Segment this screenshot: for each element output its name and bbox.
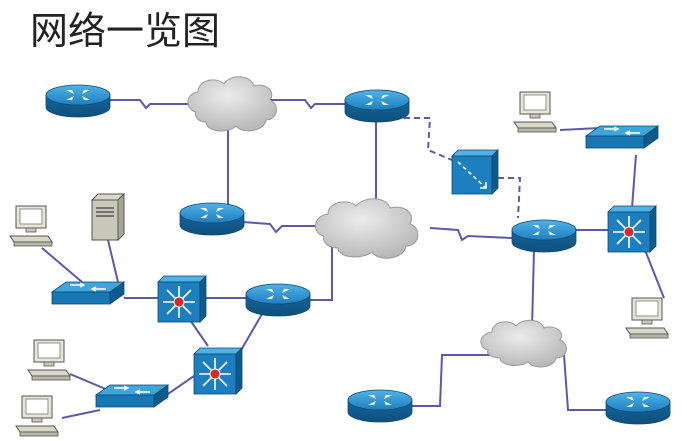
multilayer-switch-lower-icon[interactable] xyxy=(193,347,243,395)
router-middle-icon[interactable] xyxy=(179,202,245,236)
multilayer-switch-right-icon[interactable] xyxy=(607,205,657,253)
cloud-top-icon xyxy=(187,76,277,132)
cloud-center-icon xyxy=(315,198,419,259)
link-cloud-top-to-router-top xyxy=(268,99,345,110)
link-mls-right-to-pc-right xyxy=(644,249,665,299)
router-bottom-left-icon[interactable] xyxy=(347,389,413,423)
link-pc-left-to-switch-left xyxy=(41,247,83,283)
link-cloud-center-to-router-right xyxy=(429,227,513,242)
link-router-lower-to-mls-lower xyxy=(239,313,263,353)
link-cloud-bottom-to-router-bl xyxy=(412,354,492,407)
link-switch-right-to-pc-top xyxy=(559,127,601,131)
router-top-center-icon[interactable] xyxy=(344,89,410,123)
link-router-right-to-cloud-bottom xyxy=(531,249,535,329)
link-mls-left-to-mls-lower xyxy=(189,319,209,347)
switch-right-icon[interactable] xyxy=(585,125,659,149)
link-router-lower-to-cloud-center xyxy=(308,242,333,301)
pc-top-right-icon[interactable] xyxy=(513,91,557,133)
router-bottom-right-icon[interactable] xyxy=(605,391,671,425)
link-pc-bl1-to-switch-lower xyxy=(69,373,109,391)
link-pc-bl2-to-switch-lower xyxy=(61,409,101,419)
router-lower-icon[interactable] xyxy=(245,283,311,317)
link-mls-lower-to-switch-lower xyxy=(164,375,195,397)
firewall-icon[interactable] xyxy=(451,149,499,195)
router-top-left-icon[interactable] xyxy=(45,84,111,118)
link-router-top-to-firewall xyxy=(404,117,453,161)
link-firewall-to-router-right xyxy=(498,177,522,219)
pc-bottom-left-1-icon[interactable] xyxy=(27,339,71,381)
cloud-bottom-icon xyxy=(480,319,567,368)
server-icon[interactable] xyxy=(90,192,126,242)
pc-left-icon[interactable] xyxy=(9,205,53,247)
link-mls-right-to-switch-right xyxy=(631,154,637,209)
link-router-mid-to-cloud-center xyxy=(241,221,330,234)
link-server-to-switch-left xyxy=(107,239,119,283)
switch-left-icon[interactable] xyxy=(51,281,125,305)
pc-right-icon[interactable] xyxy=(625,297,669,339)
router-right-icon[interactable] xyxy=(511,219,577,253)
pc-bottom-left-2-icon[interactable] xyxy=(15,395,59,437)
links xyxy=(41,99,665,419)
switch-lower-icon[interactable] xyxy=(95,384,169,408)
link-router-tl-to-cloud-top xyxy=(110,99,196,110)
page-title: 网络一览图 xyxy=(30,9,221,53)
multilayer-switch-left-icon[interactable] xyxy=(157,275,207,323)
link-cloud-bottom-to-router-br xyxy=(563,354,606,411)
